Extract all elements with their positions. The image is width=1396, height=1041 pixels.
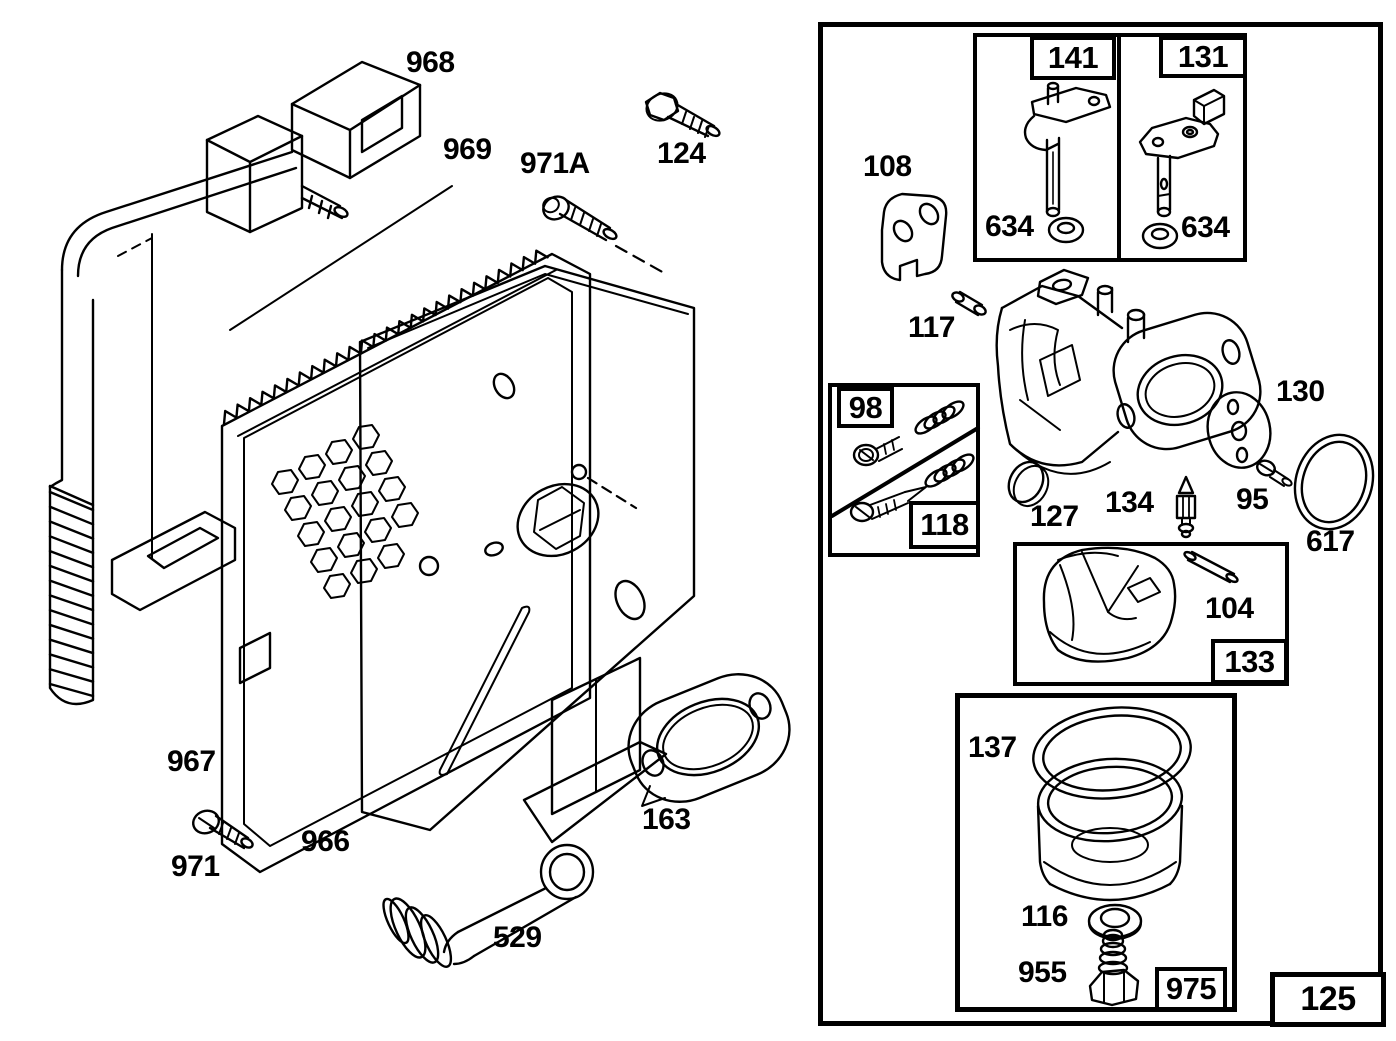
part-label-washer: 116 [1021, 900, 1068, 933]
part-label-bowl: 137 [968, 731, 1017, 764]
part-label-cover-screw: 971A [520, 147, 590, 180]
part-label-pin: 117 [908, 311, 955, 344]
part-label-gasket: 163 [642, 803, 691, 836]
part-label-welch-plug: 127 [1030, 500, 1079, 533]
float-kit-box [1013, 542, 1289, 686]
part-label-cover: 968 [406, 46, 455, 79]
kit-label-choke-shaft: 131 [1159, 36, 1247, 78]
filter-leader-line [229, 185, 453, 331]
part-label-filter: 969 [443, 133, 492, 166]
air-filter-drawing [220, 185, 592, 874]
part-label-bowl-nut: 955 [1018, 956, 1067, 989]
part-label-cover-plate: 130 [1276, 375, 1325, 408]
part-label-breather-tube: 529 [493, 921, 542, 954]
kit-label-bowl-kit: 975 [1155, 967, 1227, 1011]
part-label-throttle-seal: 634 [985, 210, 1034, 243]
filter-honeycomb-pattern [270, 423, 420, 600]
kit-label-throttle-shaft: 141 [1030, 36, 1116, 80]
screw-971A-drawing [542, 195, 618, 242]
bowl-kit-box [955, 693, 1237, 1012]
part-label-choke-seal: 634 [1181, 211, 1230, 244]
kit-label-float-kit: 133 [1211, 639, 1288, 684]
part-label-bolt: 124 [657, 137, 706, 170]
part-label-base: 966 [301, 825, 350, 858]
part-label-retainer: 967 [167, 745, 216, 778]
carburetor-panel-box [818, 22, 1383, 1026]
air-cleaner-cover-drawing [48, 60, 422, 706]
carburetor-gasket-drawing [627, 673, 791, 807]
part-label-screw-95: 95 [1236, 483, 1269, 516]
part-label-o-ring: 617 [1306, 525, 1355, 558]
bolt-124-drawing [644, 91, 721, 138]
breather-tube-drawing [382, 843, 595, 968]
kit-label-needle-screw: 118 [909, 501, 980, 549]
part-label-stop-plate: 108 [863, 150, 912, 183]
shaft-kits-box [973, 33, 1247, 262]
part-label-float: 104 [1205, 592, 1254, 625]
kit-label-screw-spring: 98 [837, 387, 894, 428]
kit-label-carburetor-assembly: 125 [1270, 972, 1386, 1027]
part-label-needle-valve: 134 [1105, 486, 1154, 519]
air-cleaner-base-drawing [358, 244, 696, 844]
screw-971-drawing [192, 809, 254, 850]
part-label-screw: 971 [171, 850, 220, 883]
